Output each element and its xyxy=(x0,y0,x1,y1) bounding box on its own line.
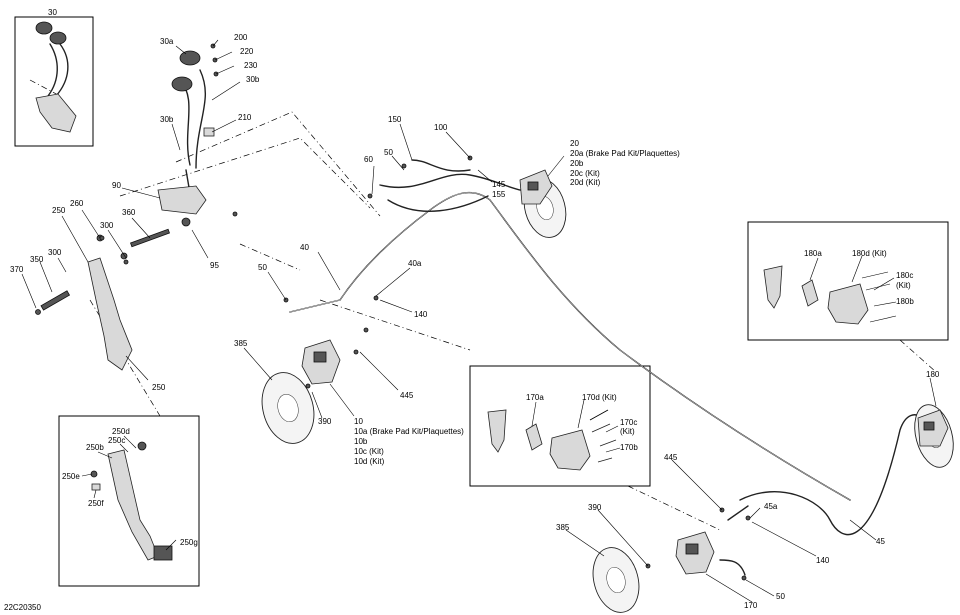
inset-30-reservoir xyxy=(35,21,77,133)
callout-385-left: 385 xyxy=(234,339,248,348)
callout-20b: 20b xyxy=(570,159,584,168)
callout-100: 100 xyxy=(434,123,448,132)
callout-30b-lower: 30b xyxy=(160,115,174,124)
callout-250f: 250f xyxy=(88,499,104,508)
callout-45a: 45a xyxy=(764,502,778,511)
callout-350: 350 xyxy=(30,255,44,264)
callout-220: 220 xyxy=(240,47,254,56)
callout-155: 155 xyxy=(492,190,506,199)
callout-45: 45 xyxy=(876,537,885,546)
callout-50-bottom: 50 xyxy=(776,592,785,601)
brake-disc-rear-left xyxy=(592,547,640,613)
callout-250g: 250g xyxy=(180,538,198,547)
caliper-180-exploded xyxy=(763,265,897,325)
callout-230: 230 xyxy=(244,61,258,70)
callout-260: 260 xyxy=(70,199,84,208)
callout-180d: 180d (Kit) xyxy=(852,249,887,258)
callout-250-pedal: 250 xyxy=(152,383,166,392)
callout-250c: 250c xyxy=(108,436,125,445)
callout-30: 30 xyxy=(48,8,57,17)
callout-360: 360 xyxy=(122,208,136,217)
callout-20c: 20c (Kit) xyxy=(570,169,600,178)
callout-10b: 10b xyxy=(354,437,368,446)
brake-pedal xyxy=(40,228,170,371)
callout-60: 60 xyxy=(364,155,373,164)
callout-200: 200 xyxy=(234,33,248,42)
callout-445-mid: 445 xyxy=(400,391,414,400)
callout-90: 90 xyxy=(112,181,121,190)
callout-445-right: 445 xyxy=(664,453,678,462)
callout-30a: 30a xyxy=(160,37,174,46)
callout-170b: 170b xyxy=(620,443,638,452)
diagram-code: 22C20350 xyxy=(4,603,41,612)
callout-140-mid: 140 xyxy=(414,310,428,319)
caliper-170-exploded xyxy=(487,409,617,471)
callout-50-top: 50 xyxy=(384,148,393,157)
callout-95: 95 xyxy=(210,261,219,270)
callout-10: 10 xyxy=(354,417,363,426)
caliper-rear-right xyxy=(917,409,949,447)
callout-170c-kit: (Kit) xyxy=(620,427,635,436)
callout-180: 180 xyxy=(926,370,940,379)
callout-145: 145 xyxy=(492,180,506,189)
callout-300-left: 300 xyxy=(48,248,62,257)
callout-250-left: 250 xyxy=(52,206,66,215)
callout-180b: 180b xyxy=(896,297,914,306)
callout-210: 210 xyxy=(238,113,252,122)
callout-170a: 170a xyxy=(526,393,544,402)
callout-300-mid: 300 xyxy=(100,221,114,230)
callout-20a: 20a (Brake Pad Kit/Plaquettes) xyxy=(570,149,680,158)
brake-disc-front-left xyxy=(261,372,315,444)
callout-250e: 250e xyxy=(62,472,80,481)
fasteners xyxy=(35,43,751,581)
callout-390-bottom: 390 xyxy=(588,503,602,512)
callout-170: 170 xyxy=(744,601,758,610)
callout-40a: 40a xyxy=(408,259,422,268)
caliper-front-right xyxy=(519,169,553,205)
callout-20: 20 xyxy=(570,139,579,148)
caliper-rear-left xyxy=(675,531,715,575)
callout-180c: 180c xyxy=(896,271,913,280)
callout-390-left: 390 xyxy=(318,417,332,426)
master-cylinder-assembly xyxy=(157,50,215,227)
callout-250b: 250b xyxy=(86,443,104,452)
callout-10d: 10d (Kit) xyxy=(354,457,385,466)
callout-370: 370 xyxy=(10,265,24,274)
callout-labels: 30 30a 200 220 230 30b 210 30b 90 95 250… xyxy=(4,8,940,612)
callout-170d: 170d (Kit) xyxy=(582,393,617,402)
callout-180a: 180a xyxy=(804,249,822,258)
pedal-inset-parts xyxy=(90,441,173,561)
leader-lines xyxy=(21,39,937,603)
callout-150: 150 xyxy=(388,115,402,124)
callout-170c: 170c xyxy=(620,418,637,427)
callout-50-mid: 50 xyxy=(258,263,267,272)
callout-10a: 10a (Brake Pad Kit/Plaquettes) xyxy=(354,427,464,436)
callout-250d: 250d xyxy=(112,427,130,436)
caliper-front-left xyxy=(301,339,341,385)
callout-30b-upper: 30b xyxy=(246,75,260,84)
callout-40: 40 xyxy=(300,243,309,252)
callout-10c: 10c (Kit) xyxy=(354,447,384,456)
callout-180c-kit: (Kit) xyxy=(896,281,911,290)
callout-20d: 20d (Kit) xyxy=(570,178,601,187)
callout-140-right: 140 xyxy=(816,556,830,565)
callout-385-bottom: 385 xyxy=(556,523,570,532)
